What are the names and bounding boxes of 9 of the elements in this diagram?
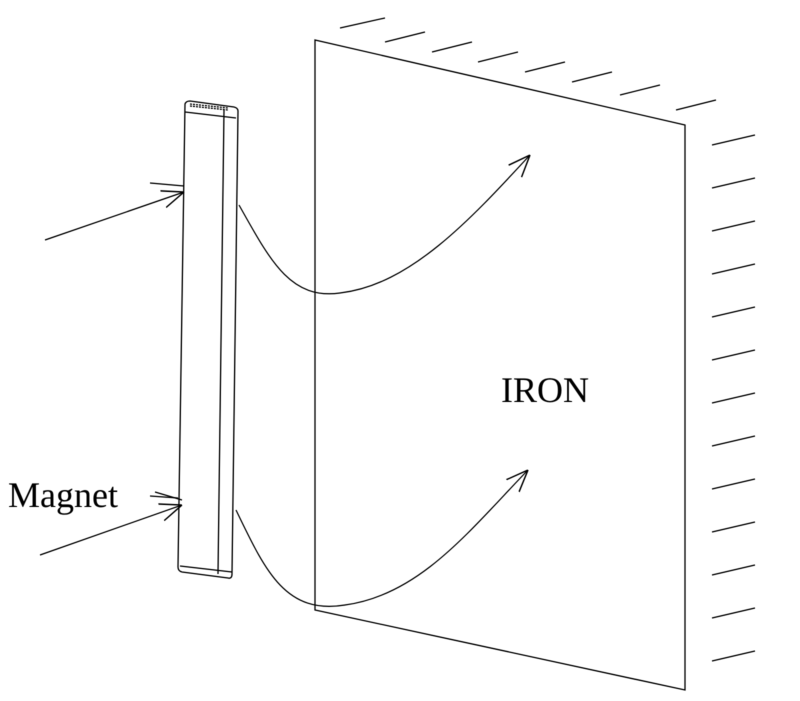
part-label: Magnet bbox=[8, 475, 150, 517]
magnet-bar-drawing bbox=[176, 100, 240, 582]
material-label: IRON bbox=[501, 370, 589, 410]
iron-plate bbox=[315, 40, 685, 690]
field-arrow bbox=[235, 469, 529, 607]
field-arrow bbox=[40, 491, 183, 556]
field-arrow bbox=[238, 154, 531, 294]
leader-line bbox=[150, 495, 178, 499]
field-arrow bbox=[44, 182, 185, 241]
